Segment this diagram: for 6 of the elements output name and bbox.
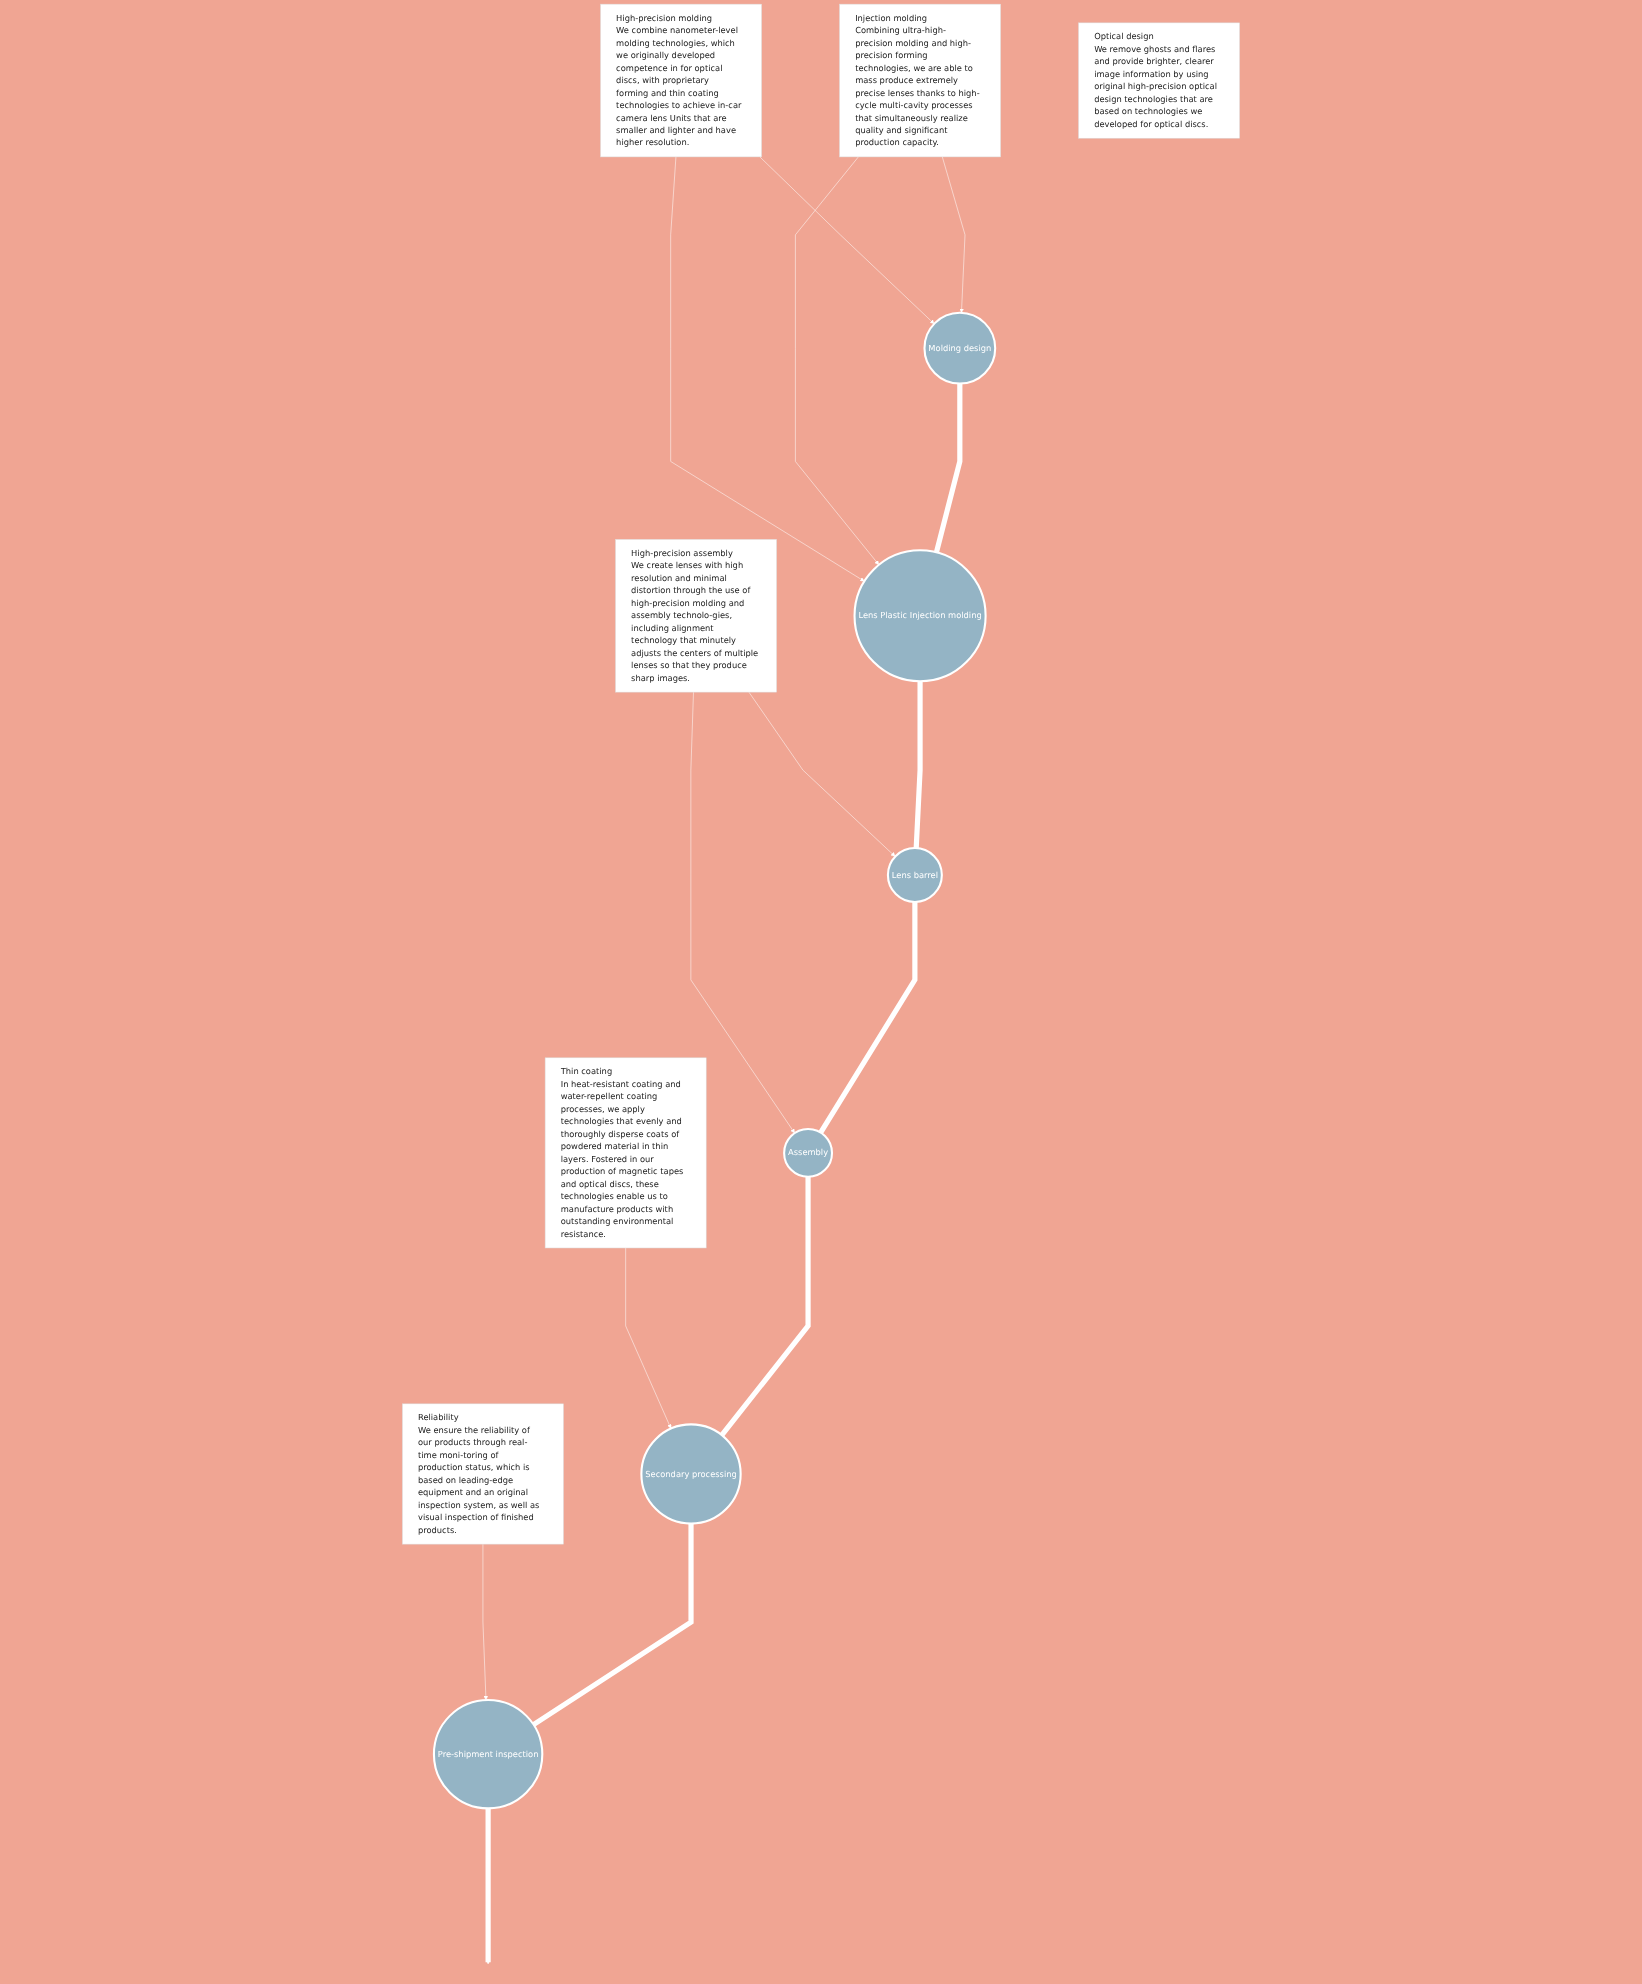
connector	[913, 681, 923, 849]
connector	[933, 383, 963, 553]
connector	[818, 901, 918, 1134]
connector	[532, 1523, 694, 1727]
connector	[719, 1176, 811, 1437]
arrow	[485, 1808, 491, 1965]
